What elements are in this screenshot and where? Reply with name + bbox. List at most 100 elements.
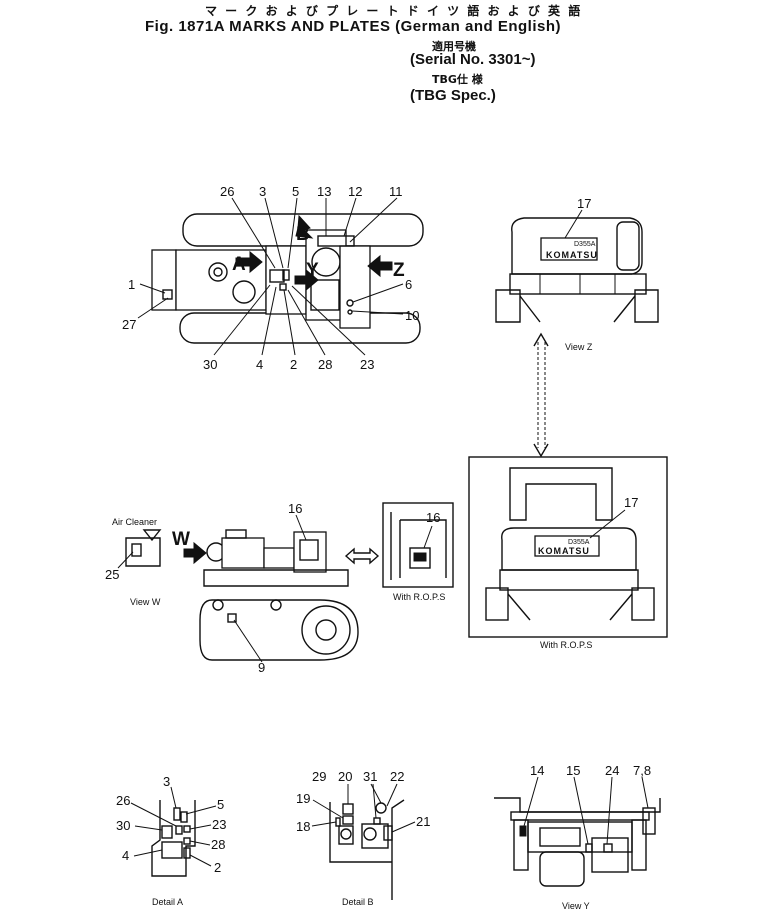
plate-brand: KOMATSU: [546, 250, 598, 260]
leader-rops-16: [423, 525, 433, 549]
detail-a-23: [183, 825, 191, 833]
view-y-right-post: [631, 819, 647, 871]
rear-plate: [317, 235, 355, 247]
rops-detail-caption: With R.O.P.S: [393, 592, 445, 602]
leader-9: [233, 619, 263, 663]
side-view: W 16 9: [172, 501, 359, 675]
callout-23: 23: [360, 357, 374, 372]
arrow-z: [367, 254, 393, 278]
callout-27: 27: [122, 317, 136, 332]
leader-a-5: [185, 805, 217, 815]
rops-canopy: [509, 467, 613, 521]
view-z-rops-caption: With R.O.P.S: [540, 640, 592, 650]
view-y-tank: [591, 837, 629, 873]
callout-4: 4: [256, 357, 263, 372]
leader-23: [291, 285, 366, 356]
label-b: B: [296, 224, 310, 245]
rops-legs: [507, 593, 633, 621]
serial-japanese: 適用号機: [432, 40, 476, 53]
label-a: A: [232, 254, 246, 275]
air-cleaner-body: [125, 537, 161, 567]
rops-track-right: [631, 587, 655, 621]
rops-frame-box: [468, 456, 668, 638]
side-cab: [293, 531, 327, 573]
detail-b-21: [383, 825, 393, 841]
rops-komatsu-plate: [534, 535, 600, 557]
figure-title: Fig. 1871A MARKS AND PLATES (German and …: [145, 18, 561, 35]
view-y-mark-78: [642, 807, 656, 835]
leader-b-31: [370, 783, 382, 804]
leader-a-4: [133, 849, 163, 857]
connector-arrow-vertical: [533, 332, 549, 458]
hood-circle: [208, 262, 228, 282]
detail-a-callout-30: 30: [116, 818, 130, 833]
view-y-mark-15: [585, 843, 593, 853]
callout-28: 28: [318, 357, 332, 372]
mark-6: [346, 299, 354, 307]
mark-10: [347, 309, 353, 315]
japanese-title: マ ー ク お よ び プ レ ー ト ド イ ツ 語 お よ び 英 語: [205, 4, 583, 18]
plate-model: D355A: [574, 241, 596, 248]
detail-a-4: [161, 841, 183, 859]
leader-11: [349, 197, 398, 243]
leader-27: [137, 297, 169, 319]
leader-17: [564, 209, 583, 239]
callout-1: 1: [128, 277, 135, 292]
rops-plate-model: D355A: [568, 539, 590, 546]
leader-1: [139, 283, 166, 294]
air-cleaner-cap: [142, 529, 162, 542]
detail-a-callout-5: 5: [217, 797, 224, 812]
detail-b-callout-20: 20: [338, 769, 352, 784]
callout-16: 16: [288, 501, 302, 516]
sprocket-hub: [315, 619, 337, 641]
detail-a-callout-26: 26: [116, 793, 130, 808]
leader-y-15: [573, 776, 589, 845]
detail-a-callout-23: 23: [212, 817, 226, 832]
side-frame: [203, 569, 349, 587]
leader-6: [352, 283, 404, 303]
idler-1: [212, 599, 224, 611]
detail-a-30: [161, 825, 173, 839]
view-y-deck: [510, 811, 650, 821]
detail-b-18-circle: [340, 828, 352, 840]
serial-range: (Serial No. 3301~): [410, 51, 536, 68]
sprocket: [301, 605, 351, 655]
detail-b-29: [342, 803, 354, 815]
detail-a-callout-2: 2: [214, 860, 221, 875]
view-y-callout-24: 24: [605, 763, 619, 778]
detail-b-callout-31: 31: [363, 769, 377, 784]
leader-5: [287, 197, 298, 269]
detail-a-2: [183, 847, 191, 859]
detail-b-outline: [329, 799, 405, 900]
callout-30: 30: [203, 357, 217, 372]
leader-b-21: [391, 821, 416, 833]
label-y: Y: [306, 260, 319, 281]
view-y-seat: [539, 851, 585, 887]
rops-callout-16: 16: [426, 510, 440, 525]
detail-b-callout-21: 21: [416, 814, 430, 829]
view-w-caption: View W: [130, 597, 161, 607]
detail-b-callout-18: 18: [296, 819, 310, 834]
view-z-caption: View Z: [565, 342, 593, 352]
view-y-caption: View Y: [562, 901, 590, 910]
detail-b-callout-22: 22: [390, 769, 404, 784]
detail-a-callout-28: 28: [211, 837, 225, 852]
rops-mark-16-fill: [413, 552, 427, 562]
detail-b-callout-19: 19: [296, 791, 310, 806]
leader-26: [231, 197, 276, 269]
mark-3: [282, 269, 290, 281]
leader-a-23: [189, 824, 212, 830]
arrow-a: [235, 250, 263, 274]
left-track-rear: [495, 289, 521, 323]
rear-frame: [509, 273, 647, 295]
rops-mark-16: [409, 547, 431, 569]
detail-a-28: [183, 837, 191, 845]
detail-b: 29 20 31 22 19 18 21 Detail B: [296, 769, 430, 907]
mark-16: [299, 539, 319, 561]
mark-1: [162, 289, 173, 300]
detail-b-31: [375, 802, 387, 814]
arrow-b: [295, 214, 314, 239]
detail-b-callout-29: 29: [312, 769, 326, 784]
leader-25: [117, 551, 134, 569]
detail-a-outline: [151, 800, 196, 877]
